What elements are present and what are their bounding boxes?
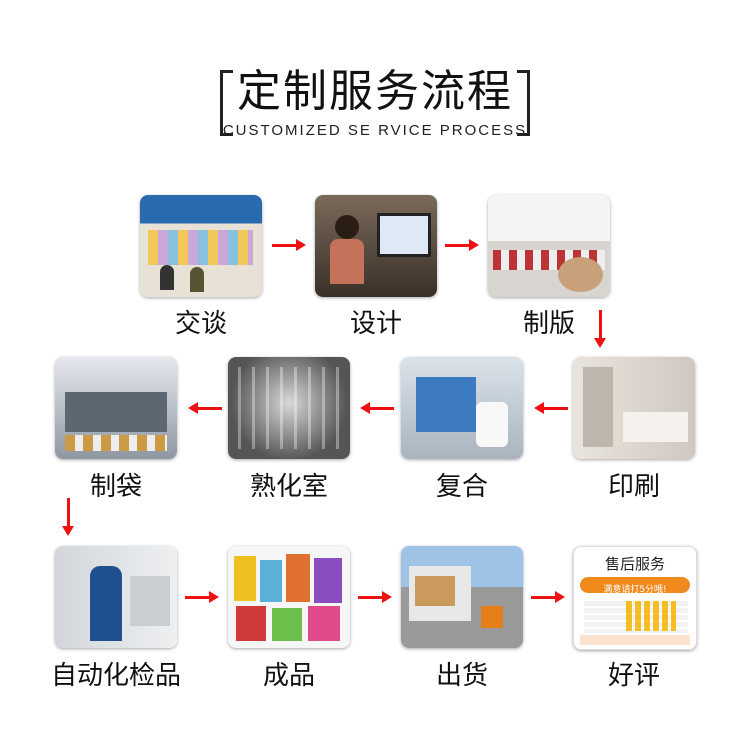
step-image-bag-making	[55, 357, 177, 459]
step-image-printing	[573, 357, 695, 459]
left-bracket	[220, 70, 233, 136]
step-label-design: 设计	[349, 309, 402, 339]
step-label-finished-products: 成品	[262, 661, 315, 691]
rating-stars	[584, 599, 688, 633]
step-image-finished-products	[228, 546, 350, 648]
step-image-talk	[140, 195, 262, 297]
step-image-design	[315, 195, 437, 297]
step-image-auto-inspection	[55, 546, 177, 648]
step-label-talk: 交谈	[174, 309, 227, 339]
step-image-shipping	[401, 546, 523, 648]
step-label-auto-inspection: 自动化检品	[50, 661, 181, 691]
step-label-printing: 印刷	[607, 472, 660, 502]
step-label-bag-making: 制袋	[89, 472, 142, 502]
step-image-platemaking	[488, 195, 610, 297]
step-label-curing-room: 熟化室	[249, 472, 328, 502]
review-banner-text: 满意请打5分哦!	[603, 585, 667, 595]
step-image-laminating	[401, 357, 523, 459]
right-bracket	[517, 70, 530, 136]
step-label-review: 好评	[607, 661, 660, 691]
step-label-shipping: 出货	[435, 661, 488, 691]
step-label-platemaking: 制版	[522, 309, 575, 339]
review-heading: 售后服务	[604, 555, 665, 573]
page-subtitle: CUSTOMIZED SE RVICE PROCESS	[222, 122, 528, 139]
step-image-curing-room	[228, 357, 350, 459]
step-image-review: 售后服务 满意请打5分哦!	[573, 546, 697, 650]
page-title: 定制服务流程	[237, 66, 513, 117]
step-label-laminating: 复合	[435, 472, 488, 502]
review-footer	[580, 635, 690, 645]
review-banner: 满意请打5分哦!	[580, 577, 690, 595]
